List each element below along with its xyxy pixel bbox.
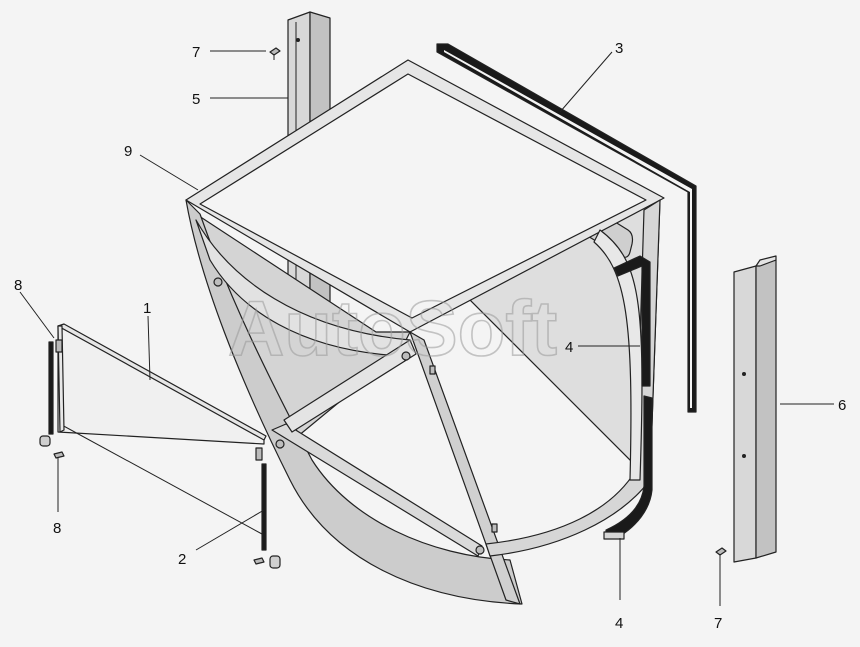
part-4-seal-lower [603, 395, 653, 540]
part-9-frame [185, 59, 665, 605]
callout-7-top: 7 [192, 44, 200, 61]
part-7-screw-bottom [715, 547, 727, 560]
part-1-glass-panel [57, 323, 267, 535]
part-8-clips [39, 339, 281, 569]
part-3-seal [436, 43, 697, 413]
part-6-channel [733, 255, 777, 563]
callouts: 7 5 9 3 8 1 4 6 8 2 4 7 [14, 40, 846, 632]
callout-6: 6 [838, 397, 846, 414]
part-2-strip-left [48, 341, 54, 435]
part-2-strip-right [261, 463, 267, 551]
callout-8-bottom: 8 [53, 520, 61, 537]
callout-8-top: 8 [14, 277, 22, 294]
callout-5: 5 [192, 91, 200, 108]
callout-1: 1 [143, 300, 151, 317]
part-4-seal-upper [613, 255, 651, 387]
callout-4-bottom: 4 [615, 615, 623, 632]
callout-3: 3 [615, 40, 623, 57]
leader-lines [19, 50, 834, 606]
watermark: AutoSoft [228, 284, 557, 372]
callout-2: 2 [178, 551, 186, 568]
callout-9: 9 [124, 143, 132, 160]
callout-4-mid: 4 [565, 339, 573, 356]
part-7-screw-top [269, 47, 281, 60]
callout-7-bottom: 7 [714, 615, 722, 632]
